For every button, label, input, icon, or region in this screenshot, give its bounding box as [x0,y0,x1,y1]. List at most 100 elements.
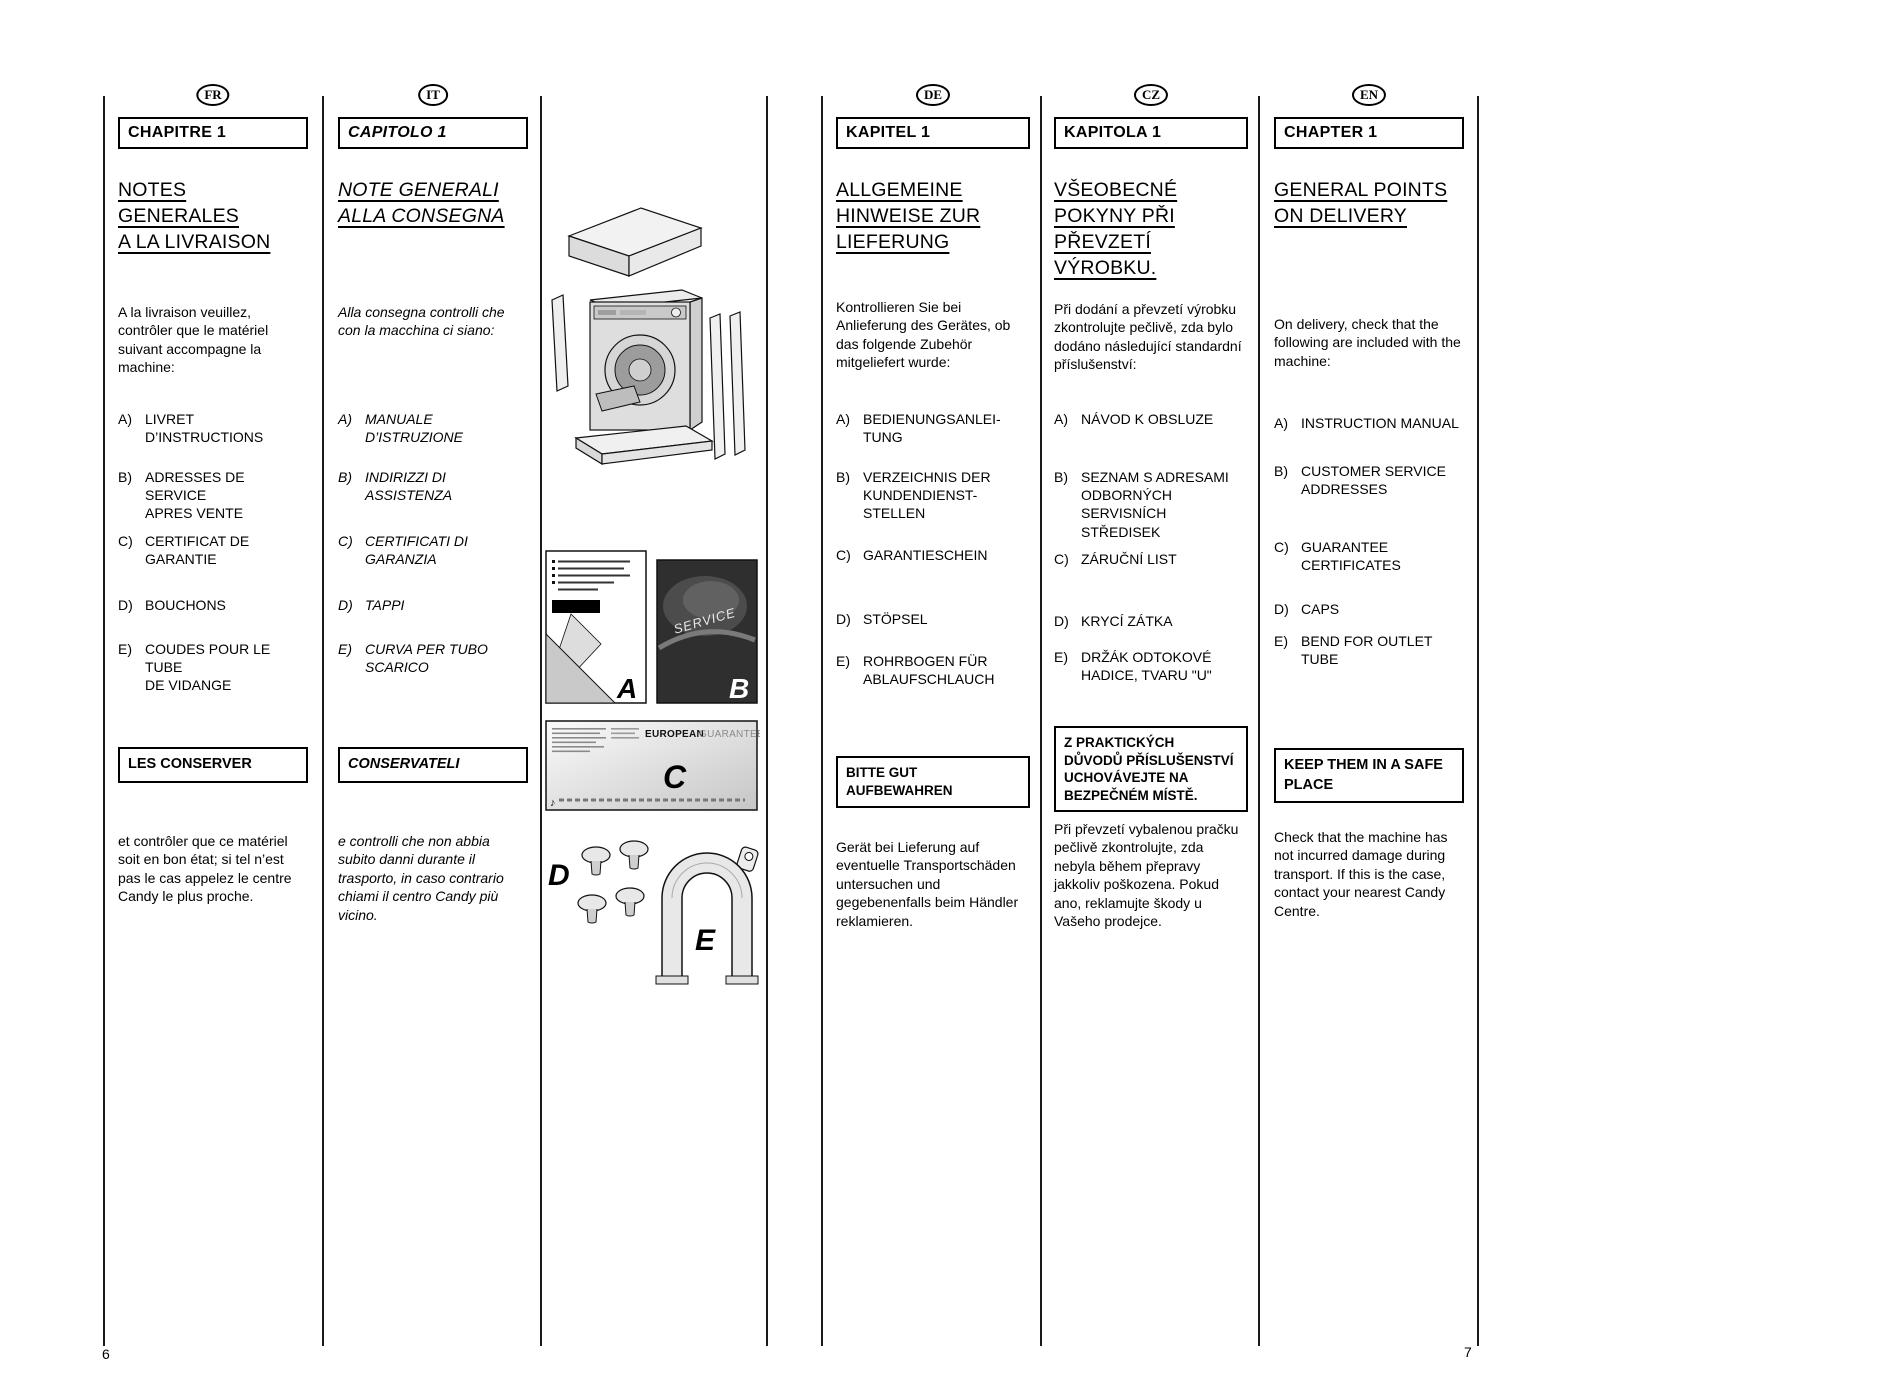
item-label: D) [338,597,353,613]
language-badge-it: IT [418,84,448,107]
item-label: E) [836,653,850,669]
item-label: B) [1054,469,1068,485]
item-label: D) [1054,613,1069,629]
item-text: CAPS [1301,601,1340,617]
chapter-heading-box: CHAPITRE 1 [118,117,308,149]
section-title: NOTE GENERALI ALLA CONSEGNA [338,179,505,227]
open-flap [595,385,641,412]
label-c: C [663,759,687,795]
column-divider [821,96,823,1346]
column-divider [322,96,324,1346]
hose-bend-illustration: E [655,838,765,993]
item-text: CERTIFICATI DI GARANZIA [365,533,468,568]
item-text: TAPPI [365,597,405,613]
chapter-heading-box: KAPITOLA 1 [1054,117,1248,149]
column-divider [766,96,768,1346]
column-en: EN CHAPTER 1 GENERAL POINTS ON DELIVERY … [1274,84,1464,1374]
item-label: B) [836,469,850,485]
page-number-left: 6 [102,1346,110,1362]
column-divider [540,96,542,1346]
delivery-item-a: A) LIVRET D’INSTRUCTIONS [118,410,308,446]
delivery-item-a: A)INSTRUCTION MANUAL [1274,414,1464,432]
section-title: NOTES GENERALES A LA LIVRAISON [118,179,271,253]
item-label: B) [118,469,132,485]
column-it: IT CAPITOLO 1 NOTE GENERALI ALLA CONSEGN… [338,84,528,1374]
intro-paragraph: Alla consegna controlli che con la macch… [338,304,505,339]
section-title: VŠEOBECNÉ POKYNY PŘI PŘEVZETÍ VÝROBKU. [1054,179,1178,279]
item-label: A) [118,411,132,427]
closing-paragraph: Check that the machine has not incurred … [1274,829,1448,919]
delivery-item-e: E)COUDES POUR LE TUBE DE VIDANGE [118,640,308,695]
guarantee-brand-bold: EUROPEAN [645,729,704,740]
delivery-item-a: A)BEDIENUNGSANLEI- TUNG [836,410,1030,446]
instruction-manual-card: A [545,550,647,705]
delivery-item-e: E)ROHRBOGEN FÜR ABLAUFSCHLAUCH [836,652,1030,688]
delivery-item-b: B) VERZEICHNIS DER KUNDENDIENST- STELLEN [836,468,1030,523]
intro-paragraph: Při dodání a převzetí výrobku zkontroluj… [1054,301,1242,373]
music-note-icon: ♪ [550,797,556,809]
item-label: E) [118,641,132,657]
chapter-heading-box: CAPITOLO 1 [338,117,528,149]
intro-paragraph: On delivery, check that the following ar… [1274,316,1461,369]
closing-paragraph: e controlli che non abbia subito danni d… [338,833,504,923]
closing-paragraph: et contrôler que ce matériel soit en bon… [118,833,292,905]
column-divider [1040,96,1042,1346]
item-label: D) [118,597,133,613]
delivery-item-c: C) GUARANTEE CERTIFICATES [1274,538,1464,574]
item-text: ADRESSES DE SERVICE APRES VENTE [145,469,245,522]
label-a: A [616,673,637,704]
item-label: A) [836,411,850,427]
section-title: GENERAL POINTS ON DELIVERY [1274,179,1448,227]
item-text: SEZNAM S ADRESAMI ODBORNÝCH SERVISNÍCH S… [1081,469,1229,540]
item-label: A) [1054,411,1068,427]
closing-paragraph: Při převzetí vybalenou pračku pečlivě zk… [1054,821,1239,930]
intro-paragraph: A la livraison veuillez, contrôler que l… [118,304,269,376]
item-label: C) [1054,551,1069,567]
language-badge-en: EN [1351,84,1387,107]
column-divider [1258,96,1260,1346]
item-label: D) [1274,601,1289,617]
cap [619,840,649,870]
delivery-item-e: E)CURVA PER TUBO SCARICO [338,640,528,676]
delivery-item-d: D)STÖPSEL [836,610,1030,628]
item-text: CURVA PER TUBO SCARICO [365,641,488,676]
chapter-heading-box: CHAPTER 1 [1274,117,1464,149]
intro-paragraph: Kontrollieren Sie bei Anlieferung des Ge… [836,299,1011,371]
guarantee-brand-light: GUARANTEE [699,729,760,740]
item-text: GUARANTEE CERTIFICATES [1301,539,1401,574]
delivery-item-b: B)CUSTOMER SERVICE ADDRESSES [1274,462,1464,498]
packing-base-tray [574,425,714,466]
keep-note-box: Z PRAKTICKÝCH DŮVODŮ PŘÍSLUŠENSTVÍ UCHOV… [1054,726,1248,813]
item-text: KRYCÍ ZÁTKA [1081,613,1173,629]
column-cz: CZ KAPITOLA 1 VŠEOBECNÉ POKYNY PŘI PŘEVZ… [1054,84,1248,1374]
delivery-item-d: D) TAPPI [338,596,528,614]
item-label: C) [1274,539,1289,555]
column-de: DE KAPITEL 1 ALLGEMEINE HINWEISE ZUR LIE… [836,84,1030,1374]
label-e: E [695,924,716,957]
language-badge-cz: CZ [1133,84,1169,107]
delivery-item-a: A)MANUALE D’ISTRUZIONE [338,410,528,446]
item-text: INDIRIZZI DI ASSISTENZA [365,469,453,504]
delivery-item-b: B) ADRESSES DE SERVICE APRES VENTE [118,468,308,523]
delivery-item-b: B) SEZNAM S ADRESAMI ODBORNÝCH SERVISNÍCH… [1054,468,1248,541]
item-text: MANUALE D’ISTRUZIONE [365,411,463,446]
cap [615,887,645,917]
item-text: VERZEICHNIS DER KUNDENDIENST- STELLEN [863,469,991,522]
item-text: LIVRET D’INSTRUCTIONS [145,411,264,446]
column-fr: FR CHAPITRE 1 NOTES GENERALES A LA LIVRA… [118,84,308,1374]
packing-lid [567,207,703,277]
item-text: INSTRUCTION MANUAL [1301,415,1459,431]
page-number-right: 7 [1464,1344,1472,1360]
item-label: D) [836,611,851,627]
keep-note-box: LES CONSERVER [118,747,308,783]
item-label: C) [836,547,851,563]
column-divider [1477,96,1479,1346]
language-badge-fr: FR [196,84,230,107]
delivery-item-d: D)BOUCHONS [118,596,308,614]
guarantee-card-illustration: EUROPEAN GUARANTEE C ♪ [545,716,760,816]
item-text: BEND FOR OUTLET TUBE [1301,633,1433,668]
item-text: NÁVOD K OBSLUZE [1081,411,1214,427]
delivery-item-d: D) KRYCÍ ZÁTKA [1054,612,1248,630]
delivery-item-e: E)BEND FOR OUTLET TUBE [1274,632,1464,668]
